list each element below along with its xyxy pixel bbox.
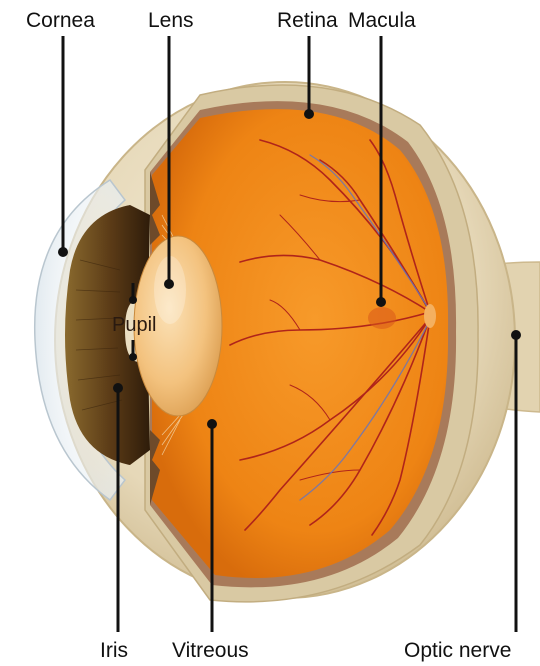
label-optic-nerve: Optic nerve [404, 640, 511, 661]
label-retina: Retina [277, 10, 338, 31]
label-macula: Macula [348, 10, 416, 31]
label-iris: Iris [100, 640, 128, 661]
macula-spot [368, 307, 396, 329]
label-cornea: Cornea [26, 10, 95, 31]
label-lens: Lens [148, 10, 194, 31]
optic-disc [424, 304, 436, 328]
label-pupil: Pupil [112, 315, 156, 335]
label-vitreous: Vitreous [172, 640, 249, 661]
